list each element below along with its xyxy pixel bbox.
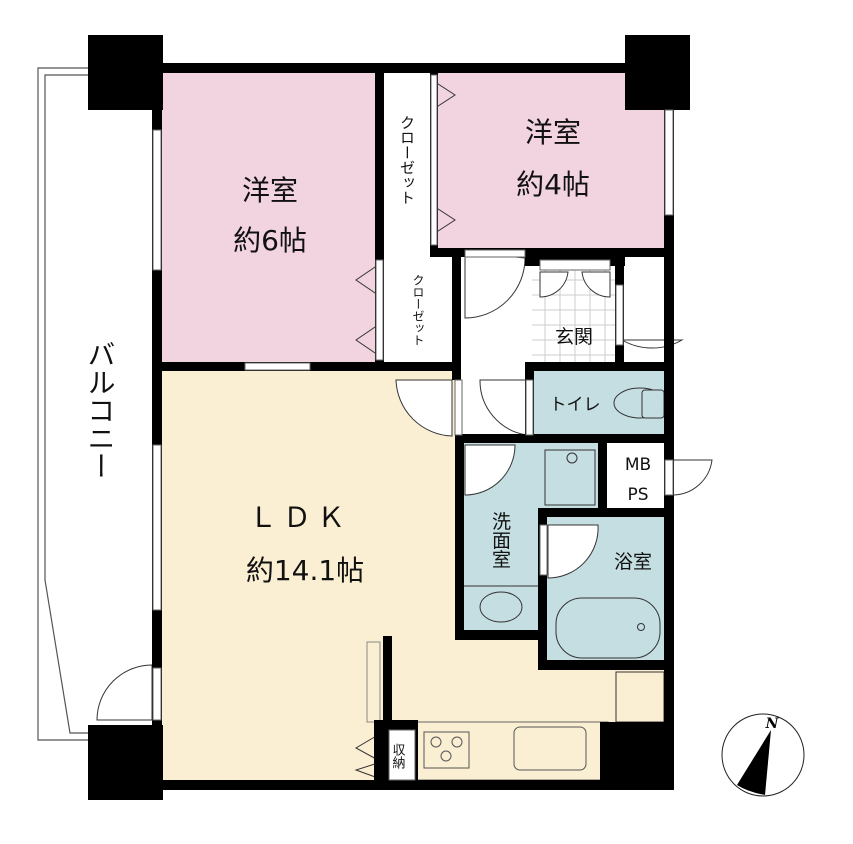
- storage-label: 収納: [390, 743, 406, 770]
- western-room-small-name: 洋室: [525, 116, 581, 149]
- drain-icon: [566, 452, 578, 464]
- western-room-large-name: 洋室: [242, 174, 298, 207]
- ldk-size: 約14.1帖: [246, 554, 364, 587]
- western-room-large-floor: [160, 72, 378, 365]
- bathroom-label: 浴室: [614, 551, 652, 573]
- balcony-outline: [37, 67, 90, 741]
- closet-folding-doors: [354, 79, 456, 779]
- sink-icon: [479, 591, 523, 623]
- toilet-label: トイレ: [550, 395, 601, 415]
- washroom-label: 洗面室: [489, 511, 511, 568]
- stove-icon: [423, 731, 470, 769]
- closet-1-label: クローゼット: [398, 115, 416, 205]
- mbps-floor: [605, 442, 668, 510]
- balcony-door-swing: [96, 664, 153, 721]
- washer-pan: [544, 449, 596, 506]
- entrance-tile-grid: [532, 265, 618, 363]
- mbps-label-2: PS: [627, 485, 648, 505]
- western-room-large-size: 約6帖: [233, 224, 307, 257]
- closet-2-floor: [383, 258, 455, 364]
- mbps-label-1: MB: [625, 455, 651, 475]
- bathtub-icon: [555, 597, 661, 659]
- closet-2-label: クローゼット: [411, 274, 425, 346]
- balcony-label: バルコニー: [84, 340, 117, 480]
- compass-north-label: N: [765, 716, 780, 732]
- western-room-small-size: 約4帖: [516, 168, 590, 201]
- entrance-label: 玄関: [555, 326, 593, 348]
- doors: [395, 251, 713, 579]
- ldk-name: ＬＤＫ: [249, 501, 351, 534]
- closet-1-floor: [383, 72, 431, 250]
- windows: [152, 74, 674, 781]
- kitchen-sink-icon: [513, 726, 587, 771]
- compass-icon: N: [721, 713, 805, 797]
